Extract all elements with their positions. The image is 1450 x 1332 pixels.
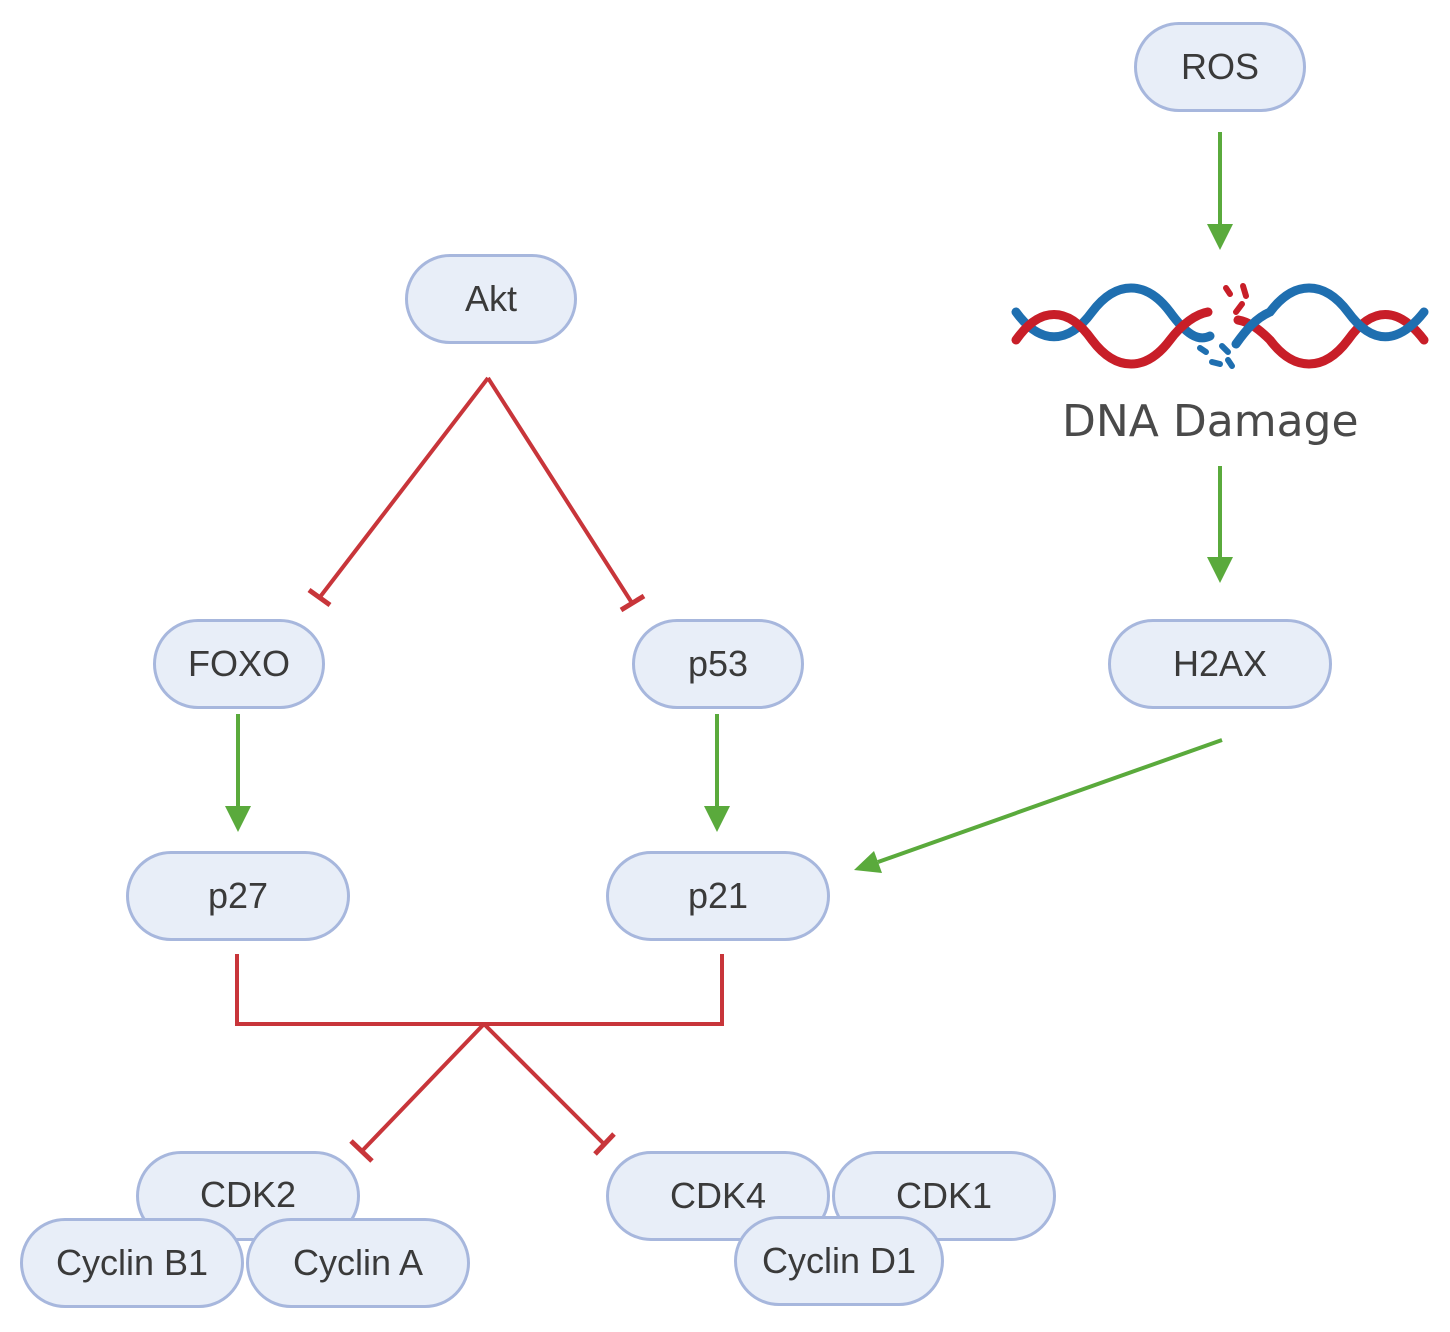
node-cyclin-d1: Cyclin D1 <box>734 1216 944 1306</box>
node-ros: ROS <box>1134 22 1306 112</box>
akt-inhibits-foxo <box>307 376 490 608</box>
node-cyclin-a: Cyclin A <box>246 1218 470 1308</box>
dna-double-helix-break-icon <box>1011 283 1429 369</box>
foxo-to-p27-arrow <box>225 714 251 832</box>
h2ax-to-p21-arrow <box>854 738 1223 873</box>
node-cdk4: CDK4 <box>606 1151 830 1241</box>
p27-p21-inhibits-cdk-complexes <box>235 954 724 1163</box>
p53-to-p21-arrow <box>704 714 730 832</box>
node-foxo: FOXO <box>153 619 325 709</box>
node-p21: p21 <box>606 851 830 941</box>
node-h2ax: H2AX <box>1108 619 1332 709</box>
node-cyclin-b1: Cyclin B1 <box>20 1218 244 1308</box>
akt-inhibits-p53 <box>486 376 646 613</box>
node-p27: p27 <box>126 851 350 941</box>
node-p53: p53 <box>632 619 804 709</box>
ros-to-dna-damage-arrow <box>1207 132 1233 250</box>
label-dna-damage: DNA Damage <box>1062 396 1359 447</box>
dna-damage-to-h2ax-arrow <box>1207 466 1233 583</box>
node-akt: Akt <box>405 254 577 344</box>
